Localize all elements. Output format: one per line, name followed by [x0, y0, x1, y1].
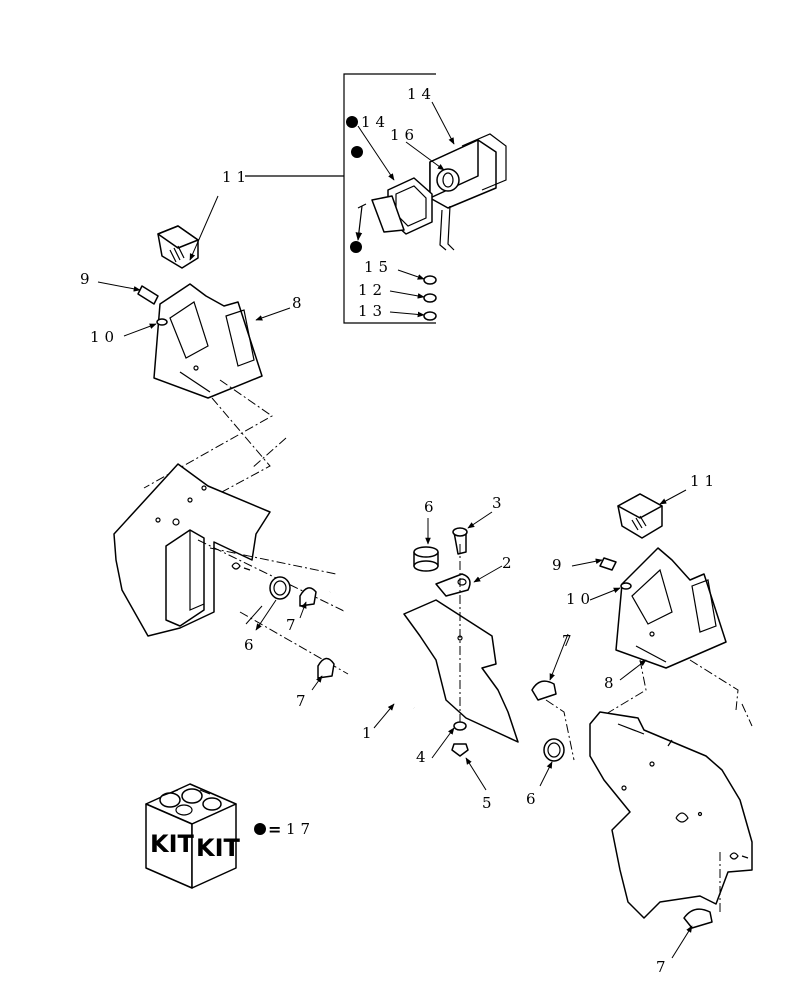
lamp-bracket-left: [153, 283, 263, 399]
cab-panel-right: [589, 711, 753, 919]
kit-box-label: KIT: [196, 834, 241, 862]
callout-8: 8: [604, 674, 619, 692]
callout-4: 4: [416, 748, 431, 766]
callout-6: 6: [244, 636, 259, 654]
cab-panel-center: [403, 599, 519, 743]
kit-box-icon: KIT KIT: [145, 783, 241, 889]
kit-bullet: [346, 116, 358, 128]
callout-2: 2: [502, 554, 517, 572]
callout-1: 1: [362, 724, 377, 742]
lamp-detail-inset: 14 14 16 15 12 13: [245, 73, 507, 324]
callout-7: 7: [286, 616, 301, 634]
callout-10: 10: [566, 590, 595, 608]
right-lamp-assembly: 11 9 10 8: [552, 472, 727, 692]
callout-10: 10: [90, 328, 119, 346]
kit-bullet: [351, 146, 363, 158]
callout-14: 14: [361, 113, 390, 131]
lamp-bracket-right: [615, 547, 727, 669]
kit-legend-equals: =: [268, 820, 281, 839]
callout-7: 7: [656, 958, 671, 976]
callout-3: 3: [492, 494, 507, 512]
callout-9: 9: [80, 270, 95, 288]
callout-16: 16: [390, 126, 419, 144]
callout-7: 7: [296, 692, 311, 710]
grommet-right: [543, 738, 565, 762]
kit-legend-bullet: [254, 823, 266, 835]
callout-8: 8: [292, 294, 307, 312]
cab-panel-left: [113, 463, 271, 637]
callout-6: 6: [526, 790, 541, 808]
callout-15: 15: [364, 258, 393, 276]
callout-9: 9: [552, 556, 567, 574]
kit-bullet: [350, 241, 362, 253]
kit-legend-number: 17: [286, 820, 315, 838]
grommet-left: [269, 576, 291, 600]
left-lamp-assembly: 11 9 10 8: [80, 168, 307, 399]
work-lamp-housing: [429, 133, 507, 251]
callout-13: 13: [358, 302, 387, 320]
harness-tube: [327, 580, 416, 710]
callout-6: 6: [424, 498, 439, 516]
callout-5: 5: [482, 794, 497, 812]
grommet-center: [413, 546, 439, 572]
callout-7: 7: [562, 632, 577, 650]
work-lamp-right: [617, 493, 663, 539]
work-lamp-left: [157, 225, 199, 269]
kit-box-label: KIT: [150, 830, 195, 858]
callout-12: 12: [358, 281, 387, 299]
callout-14: 14: [407, 85, 436, 103]
callout-11: 11: [222, 168, 251, 186]
callout-11: 11: [690, 472, 719, 490]
